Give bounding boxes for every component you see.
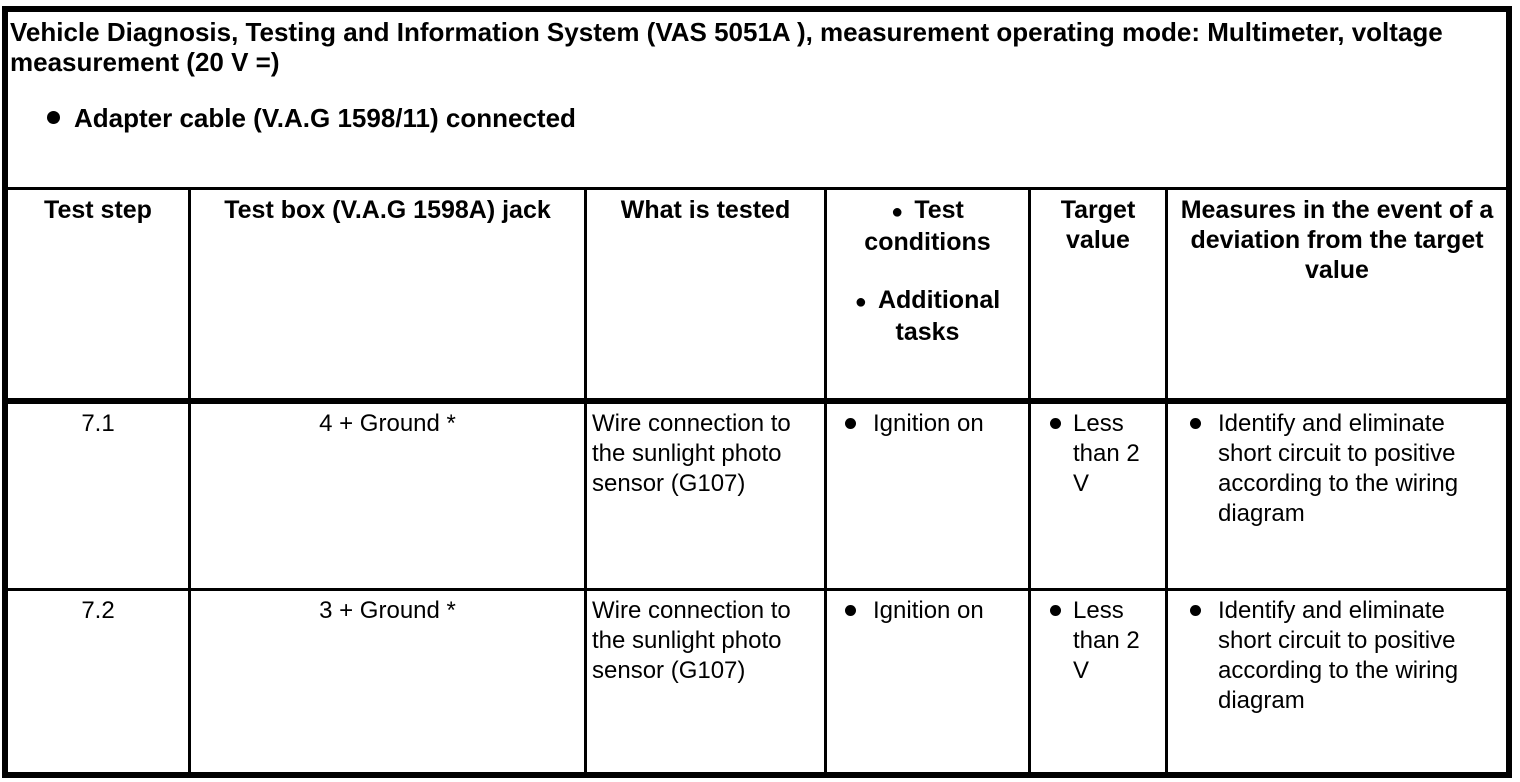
test-step-row-7-1: 7.1 4 + Ground * Wire connection to the … [8, 404, 1506, 588]
measure-item: Identify and eliminate short circuit to … [1168, 409, 1506, 529]
measure-text: Identify and eliminate short circuit to … [1218, 597, 1459, 714]
measure-text: Identify and eliminate short circuit to … [1218, 410, 1459, 527]
table-header-row: Test step Test box (V.A.G 1598A) jack Wh… [8, 190, 1506, 404]
intro-section: Vehicle Diagnosis, Testing and Informati… [8, 12, 1506, 190]
measure-item: Identify and eliminate short circuit to … [1168, 596, 1506, 716]
target-value-text: Less than 2 V [1073, 410, 1140, 497]
header-bullet-item: Test conditions [837, 195, 1018, 257]
column-header-test-conditions: Test conditions Additional tasks [827, 190, 1031, 398]
column-header-measures: Measures in the event of a deviation fro… [1180, 196, 1494, 284]
cell-target-value: Less than 2 V [1031, 591, 1168, 772]
cell-what-is-tested: Wire connection to the sunlight photo se… [587, 591, 827, 772]
document-title: Vehicle Diagnosis, Testing and Informati… [10, 17, 1443, 77]
cell-measures: Identify and eliminate short circuit to … [1168, 404, 1506, 588]
cell-what-is-tested: Wire connection to the sunlight photo se… [587, 404, 827, 588]
cell-test-step: 7.2 [8, 591, 191, 772]
condition-item: Ignition on [827, 596, 1028, 626]
cell-conditions: Ignition on [827, 591, 1031, 772]
cell-conditions: Ignition on [827, 404, 1031, 588]
test-step-row-7-2: 7.2 3 + Ground * Wire connection to the … [8, 588, 1506, 772]
bullet-icon [1050, 418, 1061, 429]
bullet-icon [845, 605, 856, 616]
bullet-icon [47, 111, 60, 124]
bullet-icon [1050, 605, 1061, 616]
cell-measures: Identify and eliminate short circuit to … [1168, 591, 1506, 772]
condition-item: Ignition on [827, 409, 1028, 439]
column-header-target-value: Target value [1031, 190, 1168, 398]
target-value-item: Less than 2 V [1031, 596, 1165, 686]
cell-jack: 4 + Ground * [191, 404, 587, 588]
column-header-test-step: Test step [8, 190, 191, 398]
cell-jack: 3 + Ground * [191, 591, 587, 772]
column-header-test-box-jack: Test box (V.A.G 1598A) jack [191, 190, 587, 398]
column-header-what-is-tested: What is tested [587, 190, 827, 398]
condition-text: Ignition on [873, 597, 984, 624]
cell-test-step: 7.1 [8, 404, 191, 588]
adapter-cable-note-text: Adapter cable (V.A.G 1598/11) connected [74, 103, 576, 133]
target-value-item: Less than 2 V [1031, 409, 1165, 499]
condition-text: Ignition on [873, 410, 984, 437]
bullet-icon [1190, 605, 1201, 616]
target-value-text: Less than 2 V [1073, 597, 1140, 684]
bullet-icon [1190, 418, 1201, 429]
adapter-cable-note: Adapter cable (V.A.G 1598/11) connected [10, 103, 1498, 133]
bullet-icon [845, 418, 856, 429]
header-bullet-item: Additional tasks [837, 285, 1018, 347]
cell-target-value: Less than 2 V [1031, 404, 1168, 588]
service-manual-page: Vehicle Diagnosis, Testing and Informati… [2, 6, 1512, 778]
